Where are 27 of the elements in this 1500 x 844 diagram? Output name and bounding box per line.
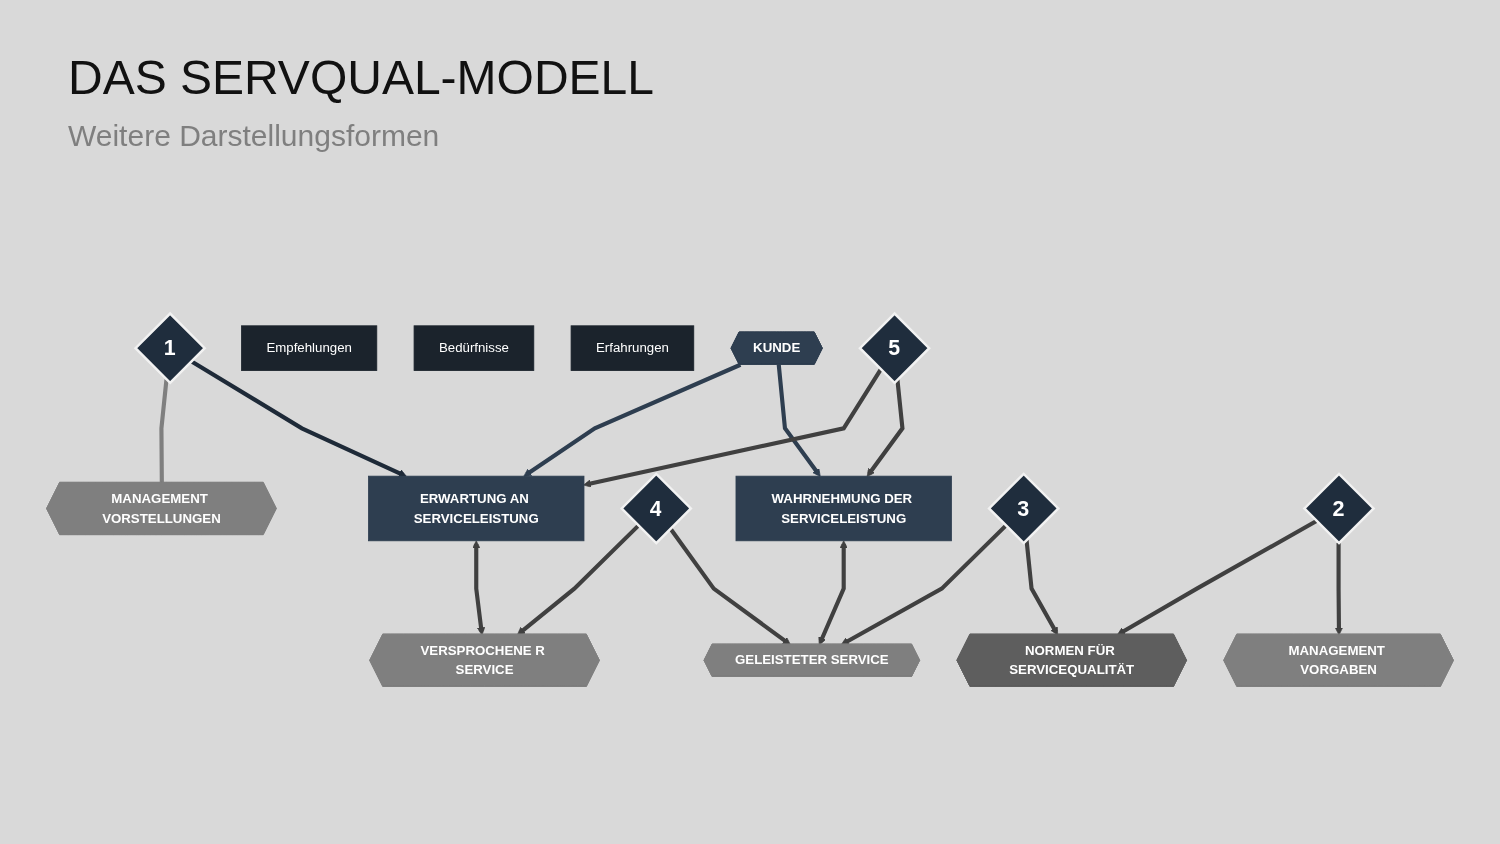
node-diamond (133, 311, 207, 385)
subtitle: Weitere Darstellungsformen (68, 118, 440, 154)
arrow (1116, 519, 1318, 636)
arrow (190, 359, 407, 477)
node-box (570, 325, 695, 371)
arrow (840, 524, 1008, 646)
arrow (668, 527, 791, 646)
connector (159, 379, 169, 483)
arrow (1024, 539, 1059, 636)
arrow (866, 379, 905, 477)
node-box (735, 475, 952, 542)
node-diamond (619, 472, 693, 545)
arrow (818, 540, 848, 646)
node-box (413, 325, 535, 371)
arrow (776, 364, 821, 477)
arrow (516, 524, 640, 636)
node-box (241, 325, 378, 371)
flowchart: 1 Empfehlungen Bedürfnisse Erfahrungen KUNDE 5 MANAGEMENT VORSTELLUNGEN ERWARTUNG AN SERVICELEISTUNG 4 WAHRNEHMUNG DER SERVICELEISTUNG 3 2 VERSPROCHENE R SERVICE GELEISTETER SERVICE NORMEN FÜR SERVICEQUALITÄT MANAGEMENT VORGABEN (40, 180, 1460, 820)
arrow (1334, 543, 1344, 636)
arrow (472, 540, 486, 636)
node-diamond (1302, 472, 1376, 545)
arrow (523, 362, 742, 477)
node-box (368, 475, 585, 542)
title: DAS SERVQUAL-MODELL (68, 52, 654, 105)
node-diamond (858, 311, 931, 385)
arrow (583, 368, 883, 488)
node-diamond (987, 472, 1061, 545)
